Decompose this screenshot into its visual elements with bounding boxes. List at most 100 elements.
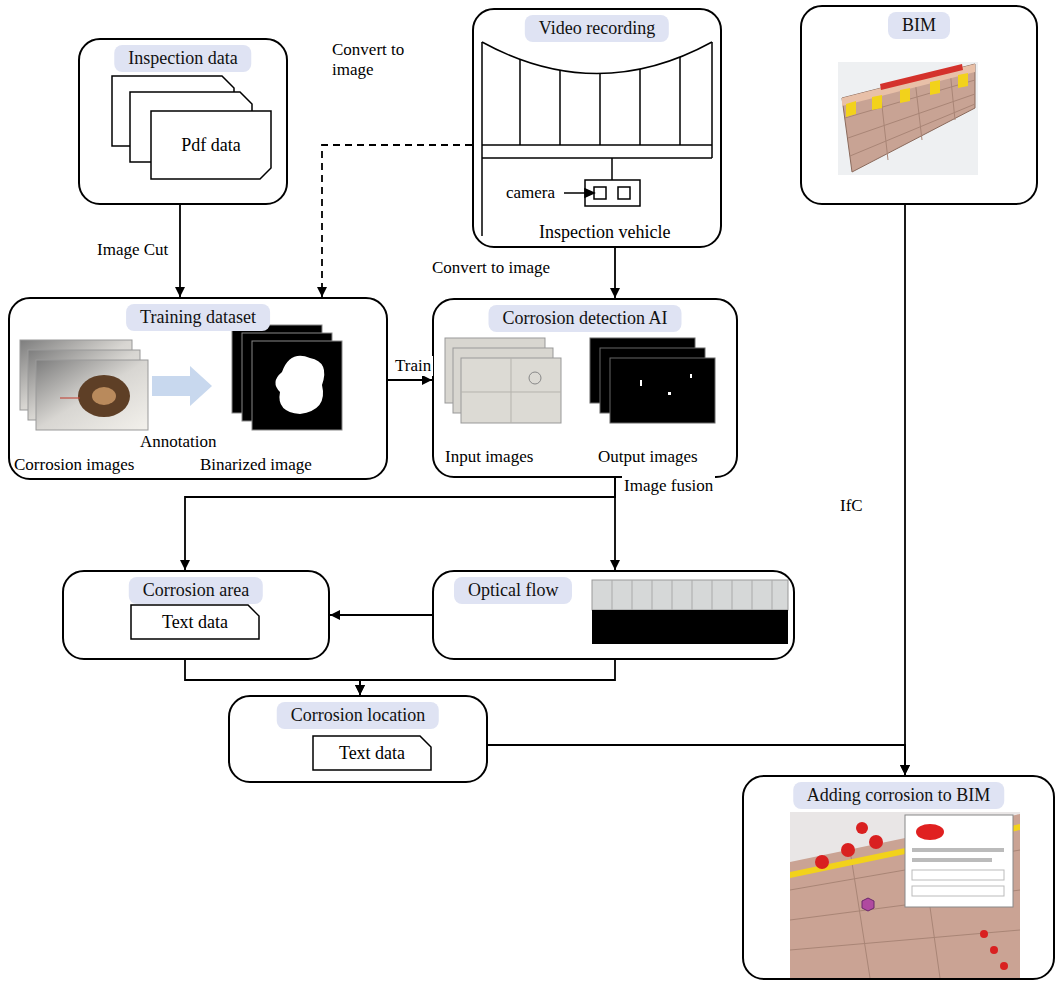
panel-heading: Inspection data — [114, 45, 251, 72]
inspection-vehicle — [585, 180, 640, 206]
text-document: Text data — [312, 735, 432, 771]
optical-flow-image — [692, 580, 693, 610]
connector — [175, 205, 185, 297]
document-text: Pdf data — [181, 135, 240, 156]
bim-corrosion-image — [905, 815, 1013, 907]
connector-line — [185, 478, 615, 570]
document-outline — [151, 111, 271, 179]
output-image-stack — [690, 374, 692, 378]
connector — [488, 745, 910, 775]
panel-heading: Adding corrosion to BIM — [793, 782, 1005, 809]
bim-corrosion-image — [850, 850, 870, 978]
connector — [610, 248, 620, 298]
panel-heading: Video recording — [525, 15, 669, 42]
edge-label: Train — [393, 356, 433, 376]
bim-panel: BIM — [800, 5, 1038, 205]
connector-line — [904, 205, 906, 775]
bim-model-image — [842, 64, 975, 106]
bim-corrosion-image — [790, 812, 1020, 978]
bim-corrosion-image — [841, 843, 855, 857]
arrowhead — [317, 287, 327, 297]
connector-line — [360, 660, 615, 695]
arrowhead — [610, 560, 620, 570]
training-dataset-panel: Training dataset — [8, 297, 388, 480]
bim-corrosion-image — [856, 822, 868, 834]
video-recording-panel: Video recordingInspection vehicle — [472, 8, 722, 248]
arrowhead — [180, 560, 190, 570]
inspection-vehicle — [481, 42, 483, 236]
annotation-arrow — [152, 366, 212, 406]
optical-flow-image — [672, 580, 673, 610]
bim-model-image — [850, 104, 975, 156]
arrowhead — [355, 685, 365, 695]
inspection-vehicle — [559, 70, 561, 145]
optical-flow-panel: Optical flow — [432, 570, 795, 660]
bim-model-image — [900, 88, 910, 103]
connector — [610, 478, 620, 570]
inspection-vehicle — [711, 42, 713, 158]
edge-label: Convert to image — [430, 258, 552, 278]
image-caption: Corrosion images — [14, 455, 134, 475]
bim-model-image — [872, 95, 882, 110]
bim-corrosion-image — [916, 824, 944, 840]
input-image-stack — [445, 338, 561, 423]
optical-flow-image — [652, 580, 653, 610]
edge-label: Convert to image — [330, 40, 439, 79]
corrosion-photo-stack — [20, 340, 148, 430]
camera-label: camera — [506, 183, 555, 203]
output-image-stack — [610, 358, 715, 423]
connector-line — [330, 614, 432, 616]
bim-corrosion-image — [980, 930, 988, 938]
bim-corrosion-image — [912, 858, 992, 862]
bim-model-image — [842, 64, 975, 172]
image-caption: Input images — [445, 447, 533, 467]
corrosion-area-panel: Corrosion areaText data — [62, 570, 330, 660]
bim-corrosion-image — [862, 898, 874, 911]
inspection-vehicle — [639, 69, 641, 145]
bim-model-image — [838, 62, 978, 175]
arrowhead — [610, 288, 620, 298]
optical-flow-image — [752, 580, 753, 610]
connector-line — [179, 205, 181, 297]
bim-model-image — [915, 80, 922, 140]
image-caption: Binarized image — [200, 455, 312, 475]
arrowhead — [355, 685, 365, 695]
optical-flow-image — [732, 580, 733, 610]
connector-line — [488, 745, 905, 775]
panel-heading: BIM — [888, 12, 950, 39]
bim-corrosion-image — [912, 886, 1004, 896]
annotation-arrow — [152, 366, 212, 406]
input-image-stack — [511, 358, 512, 423]
inspection-vehicle — [482, 42, 712, 74]
binarized-image-stack — [252, 341, 342, 430]
inspection-vehicle — [599, 73, 601, 145]
inspection-vehicle — [611, 158, 613, 180]
bim-model-image — [880, 64, 963, 90]
corrosion-photo-stack — [78, 375, 130, 417]
panel-heading: Corrosion location — [277, 702, 439, 729]
connector — [900, 205, 910, 775]
corrosion-location-panel: Corrosion locationText data — [228, 695, 488, 783]
inspection-vehicle — [679, 57, 681, 145]
bim-corrosion-image — [1000, 962, 1008, 970]
output-image-stack — [590, 338, 715, 423]
bim-corrosion-image — [790, 930, 1020, 950]
optical-flow-image — [592, 610, 788, 644]
connector-line — [185, 660, 360, 695]
bim-model-image — [848, 94, 975, 138]
inspection-vehicle — [482, 42, 712, 236]
input-image-stack — [461, 392, 561, 393]
step-caption: Annotation — [140, 432, 217, 452]
binarized-image-stack — [232, 325, 342, 430]
optical-flow-image — [632, 580, 633, 610]
optical-flow-image — [612, 580, 613, 610]
connector — [355, 660, 615, 695]
bim-output-panel: Adding corrosion to BIM — [742, 775, 1055, 980]
output-image-stack — [668, 392, 671, 395]
edge-label: Image Cut — [95, 240, 170, 260]
document-text: Text data — [162, 612, 228, 633]
arrowhead — [330, 610, 340, 620]
panel-caption: Inspection vehicle — [536, 222, 673, 243]
panel-heading: Optical flow — [454, 577, 572, 604]
